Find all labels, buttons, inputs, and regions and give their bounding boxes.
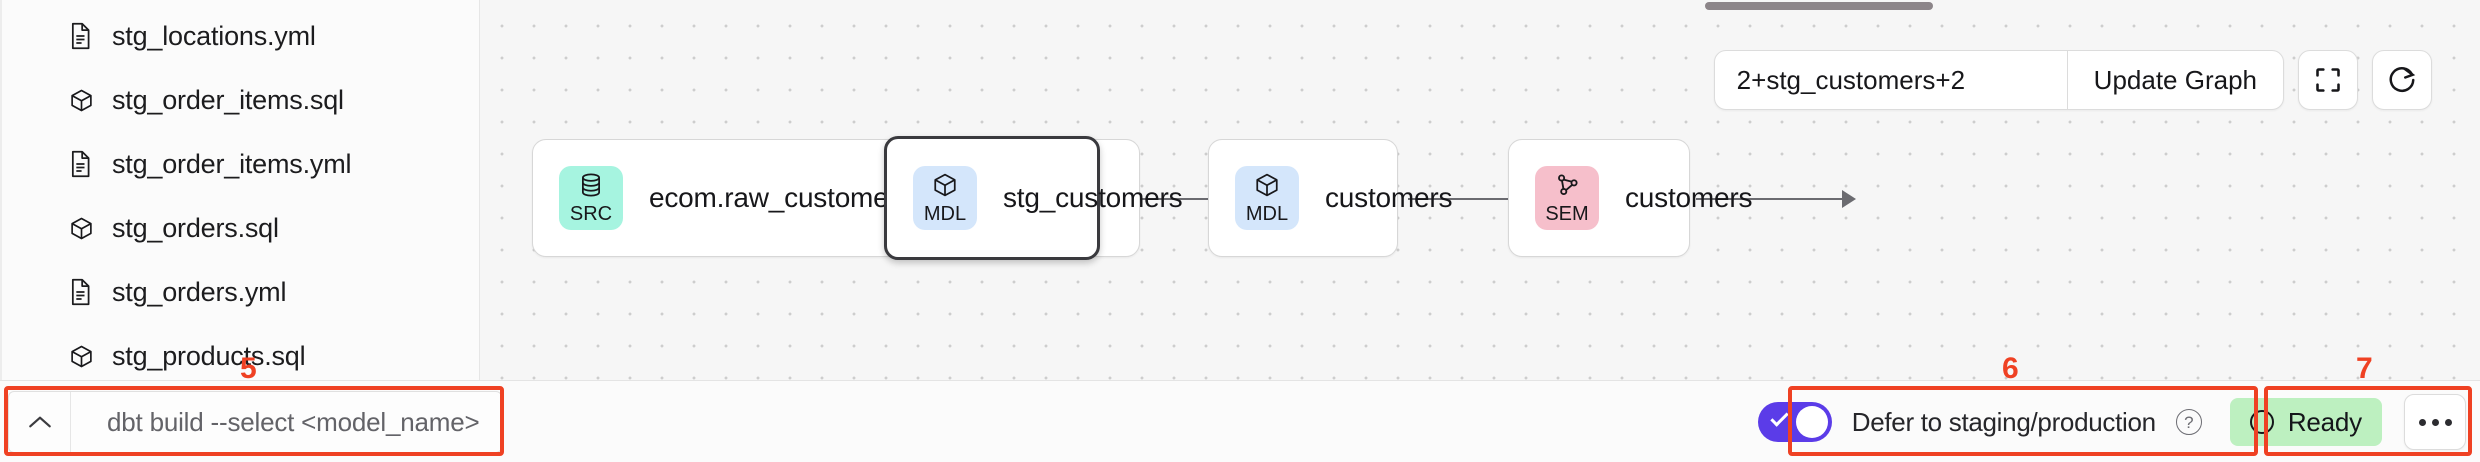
toolbar-divider xyxy=(2066,51,2068,109)
graph-selector-group: Update Graph xyxy=(1713,50,2284,110)
graph-node-sem-3[interactable]: SEM customers xyxy=(1508,139,1753,257)
file-item-stg_orders-sql[interactable]: stg_orders.sql xyxy=(0,196,479,260)
file-item-stg_orders-yml[interactable]: stg_orders.yml xyxy=(0,260,479,324)
cube-icon xyxy=(70,89,92,111)
fullscreen-button[interactable] xyxy=(2298,50,2358,110)
sidebar-left-edge xyxy=(0,0,2,380)
horizontal-scrollbar[interactable] xyxy=(1705,2,1933,10)
file-item-stg_locations-yml[interactable]: stg_locations.yml xyxy=(0,4,479,68)
file-item-label: stg_order_items.sql xyxy=(112,84,344,115)
file-explorer-sidebar[interactable]: stg_locations.yml stg_order_items.sql stg_… xyxy=(0,0,480,380)
help-circle-icon[interactable]: ? xyxy=(2175,409,2202,435)
file-item-label: stg_products.sql xyxy=(112,340,306,371)
graph-node-label: customers xyxy=(1325,182,1453,213)
lineage-graph-canvas[interactable]: Update Graph xyxy=(480,0,2480,380)
file-item-stg_order_items-sql[interactable]: stg_order_items.sql xyxy=(0,68,479,132)
refresh-graph-button[interactable] xyxy=(2372,50,2432,110)
cube-icon xyxy=(932,172,958,203)
edge-arrow-3 xyxy=(1842,190,1856,208)
more-horizontal-icon xyxy=(2418,418,2426,426)
collapse-console-button[interactable] xyxy=(9,392,71,452)
cube-icon xyxy=(1254,172,1280,203)
toggle-check-icon xyxy=(1770,408,1789,427)
bottom-status-bar: dbt build --select <model_name> Defer to… xyxy=(0,380,2480,462)
graph-node-label: ecom.raw_customers xyxy=(649,182,912,213)
file-yml-icon xyxy=(71,150,90,178)
annotation-number-7: 7 xyxy=(2356,352,2373,385)
ready-status-label: Ready xyxy=(2287,406,2362,437)
defer-toggle[interactable] xyxy=(1757,402,1832,442)
file-yml-icon xyxy=(68,21,94,51)
cube-sql-icon xyxy=(68,213,94,243)
more-options-button[interactable] xyxy=(2404,394,2466,450)
annotation-number-6: 6 xyxy=(2002,352,2019,385)
status-circle-icon xyxy=(2249,410,2274,434)
node-type-badge-label: SEM xyxy=(1545,203,1589,225)
file-item-label: stg_orders.sql xyxy=(112,212,279,243)
defer-label: Defer to staging/production xyxy=(1851,406,2156,437)
cube-sql-icon xyxy=(68,85,94,115)
graph-selector-input[interactable] xyxy=(1714,51,2067,109)
ready-status-badge[interactable]: Ready xyxy=(2229,398,2382,446)
file-item-label: stg_locations.yml xyxy=(112,20,316,51)
toggle-knob xyxy=(1795,406,1828,438)
defer-group: Defer to staging/production ? xyxy=(1752,402,2208,442)
cube-icon xyxy=(1256,173,1278,197)
node-type-badge-sem: SEM xyxy=(1535,166,1599,230)
status-bar-right: Defer to staging/production ? Ready xyxy=(1752,381,2466,462)
cube-icon xyxy=(70,217,92,239)
file-item-stg_order_items-yml[interactable]: stg_order_items.yml xyxy=(0,132,479,196)
node-type-badge-label: MDL xyxy=(923,203,967,225)
file-yml-icon xyxy=(71,278,90,306)
more-dot-3 xyxy=(2444,418,2452,426)
graph-node-label: customers xyxy=(1625,182,1753,213)
annotation-number-5: 5 xyxy=(240,352,257,385)
update-graph-button[interactable]: Update Graph xyxy=(2068,51,2283,109)
node-type-badge-mdl: MDL xyxy=(913,166,977,230)
more-dot-2 xyxy=(2431,418,2439,426)
database-icon xyxy=(582,173,600,197)
node-type-badge-mdl: MDL xyxy=(1235,166,1299,230)
file-item-label: stg_orders.yml xyxy=(112,276,287,307)
graph-node-mdl-2[interactable]: MDL customers xyxy=(1208,139,1453,257)
edge-stg-to-customers xyxy=(1408,198,1560,200)
chevron-up-icon xyxy=(28,416,51,428)
network-icon xyxy=(1553,172,1581,203)
node-type-badge-label: MDL xyxy=(1245,203,1289,225)
database-icon xyxy=(578,172,604,203)
graph-node-mdl-1[interactable]: MDL stg_customers xyxy=(884,136,1183,260)
command-input-placeholder[interactable]: dbt build --select <model_name> xyxy=(107,406,480,437)
file-yml-icon xyxy=(68,277,94,307)
network-icon xyxy=(1558,174,1578,196)
fullscreen-icon xyxy=(2316,68,2340,92)
node-type-badge-src: SRC xyxy=(559,166,623,230)
command-bar[interactable]: dbt build --select <model_name> xyxy=(8,391,502,453)
refresh-icon xyxy=(2389,67,2416,93)
edge-customers-to-sem xyxy=(1696,198,1846,200)
file-list: stg_locations.yml stg_order_items.sql stg_… xyxy=(0,4,479,380)
graph-toolbar: Update Graph xyxy=(1713,50,2432,110)
file-item-stg_products-sql[interactable]: stg_products.sql xyxy=(0,324,479,380)
cube-icon xyxy=(934,173,956,197)
cube-sql-icon xyxy=(68,341,94,371)
graph-node-label: stg_customers xyxy=(1003,182,1183,213)
workspace-top-row: stg_locations.yml stg_order_items.sql stg_… xyxy=(0,0,2480,380)
file-yml-icon xyxy=(71,22,90,50)
file-item-label: stg_order_items.yml xyxy=(112,148,352,179)
file-yml-icon xyxy=(68,149,94,179)
cube-icon xyxy=(70,345,92,367)
node-type-badge-label: SRC xyxy=(569,203,613,225)
